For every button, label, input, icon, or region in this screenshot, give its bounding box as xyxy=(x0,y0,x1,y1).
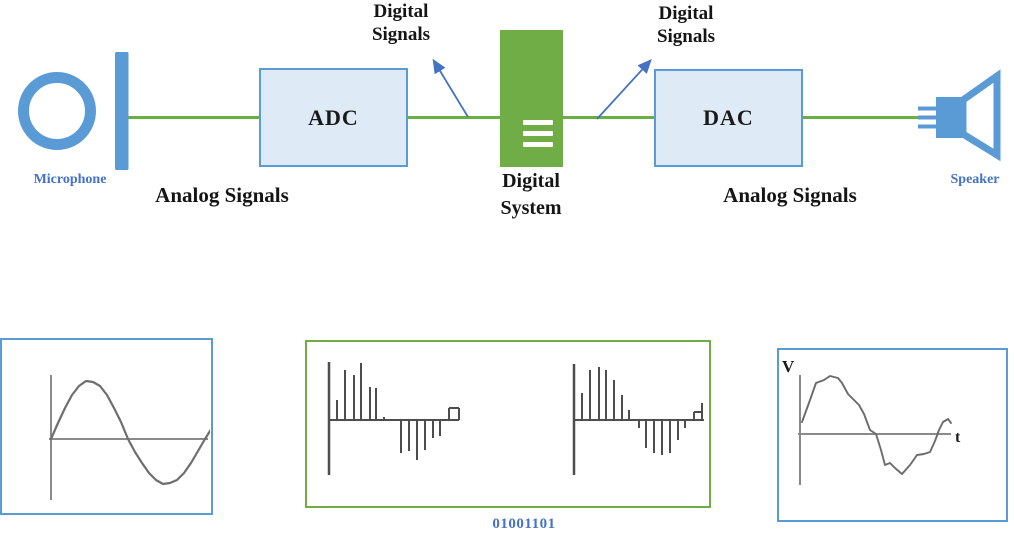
wire-adc-to-system xyxy=(408,116,500,119)
adc-block: ADC xyxy=(259,68,408,167)
adc-label: ADC xyxy=(308,104,359,130)
digital-system-block xyxy=(500,30,563,167)
digital-signals-right-line1: Digital xyxy=(658,3,714,24)
time-axis-label: t xyxy=(955,429,961,446)
voltage-axis-label: V xyxy=(782,357,795,376)
wire-system-to-dac xyxy=(563,116,654,119)
analog-output-wave-box: V t xyxy=(777,348,1008,522)
speaker-label: Speaker xyxy=(950,172,1000,187)
digital-signals-right-line2: Signals xyxy=(656,26,716,47)
analog-signals-left-label: Analog Signals xyxy=(155,183,289,207)
sampled-signal-plots xyxy=(327,362,704,475)
speaker-icon xyxy=(918,69,1001,162)
digital-signals-right-label: Digital Signals xyxy=(657,2,715,48)
digital-system-line1: Digital xyxy=(502,170,560,192)
digital-system-line2: System xyxy=(500,197,562,219)
binary-code-label: 01001101 xyxy=(492,516,556,532)
microphone-icon xyxy=(18,52,129,170)
wire-dac-to-speaker xyxy=(803,116,938,119)
digital-signals-left-line1: Digital xyxy=(373,1,429,22)
analog-output-wave: V t xyxy=(782,357,961,485)
digital-system-label: Digital System xyxy=(500,168,561,222)
analog-input-wave xyxy=(49,375,210,500)
sampled-signal-box xyxy=(305,340,711,508)
digital-signals-arrow-left xyxy=(432,58,469,118)
wire-mic-to-adc xyxy=(128,116,259,119)
analog-input-wave-box xyxy=(0,338,213,515)
digital-signals-arrow-right xyxy=(596,59,652,120)
digital-signals-left-label: Digital Signals xyxy=(372,0,430,46)
digital-signals-left-line2: Signals xyxy=(371,24,431,45)
microphone-label: Microphone xyxy=(33,172,107,187)
dac-block: DAC xyxy=(654,69,803,167)
analog-signals-right-label: Analog Signals xyxy=(723,183,857,207)
dac-label: DAC xyxy=(703,105,754,130)
